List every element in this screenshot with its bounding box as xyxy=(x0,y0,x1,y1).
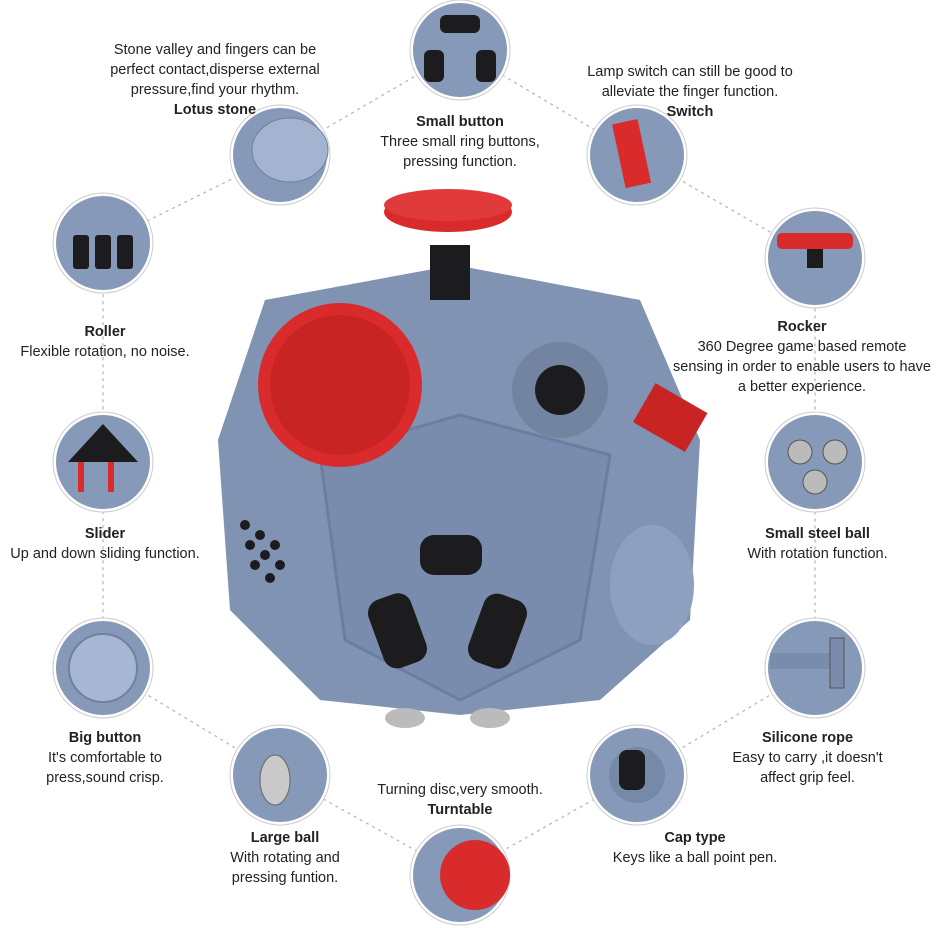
feature-description: Up and down sliding function. xyxy=(10,546,200,562)
lotus-stone-icon xyxy=(229,104,331,206)
rocker-knob xyxy=(535,365,585,415)
feature-description: It's comfortable to press,sound crisp. xyxy=(46,750,164,786)
feature-title: Small steel ball xyxy=(765,526,870,542)
feature-title: Turntable xyxy=(427,802,493,818)
rocker-label: Rocker 360 Degree game based remote sensi… xyxy=(672,317,932,397)
feature-description: With rotating and pressing funtion. xyxy=(230,850,340,886)
feature-description: Easy to carry ,it doesn't affect grip fe… xyxy=(732,750,883,786)
feature-description: Lamp switch can still be good to allevia… xyxy=(587,64,793,100)
slider-icon xyxy=(52,411,154,513)
feature-title: Large ball xyxy=(250,830,320,846)
turntable-label: Turning disc,very smooth. Turntable xyxy=(360,780,560,820)
feature-title: Silicone rope xyxy=(761,730,854,746)
feature-title: Rocker xyxy=(777,319,827,335)
switch-icon xyxy=(586,104,688,206)
turntable-icon xyxy=(409,824,511,926)
slider-label: Slider Up and down sliding function. xyxy=(0,524,210,564)
feature-title: Switch xyxy=(666,104,714,120)
rocker-icon xyxy=(764,207,866,309)
roller-icon xyxy=(52,192,154,294)
feature-description: With rotation function. xyxy=(747,546,888,562)
steel-ball-icon xyxy=(764,411,866,513)
feature-title: Slider xyxy=(84,526,126,542)
lotus-stone-label: Stone valley and fingers can be perfect … xyxy=(100,40,330,120)
feature-description: Turning disc,very smooth. xyxy=(377,782,543,798)
feature-description: Flexible rotation, no noise. xyxy=(20,344,190,360)
silicone-rope-icon xyxy=(764,617,866,719)
feature-title: Lotus stone xyxy=(173,102,257,118)
big-button-icon xyxy=(52,617,154,719)
switch-label: Lamp switch can still be good to allevia… xyxy=(570,62,810,122)
feature-description: Stone valley and fingers can be perfect … xyxy=(110,42,320,98)
feature-title: Roller xyxy=(84,324,126,340)
large-ball-icon xyxy=(229,724,331,826)
feature-title: Big button xyxy=(68,730,142,746)
feature-title: Small button xyxy=(416,114,504,130)
feature-title: Cap type xyxy=(664,830,726,846)
fidget-cube-photo xyxy=(218,189,708,728)
cap-type-icon xyxy=(586,724,688,826)
feature-description: 360 Degree game based remote sensing in … xyxy=(673,339,931,395)
feature-description: Keys like a ball point pen. xyxy=(612,850,778,866)
feature-description: Three small ring buttons, pressing funct… xyxy=(380,134,540,170)
small-button-icon xyxy=(409,0,511,101)
